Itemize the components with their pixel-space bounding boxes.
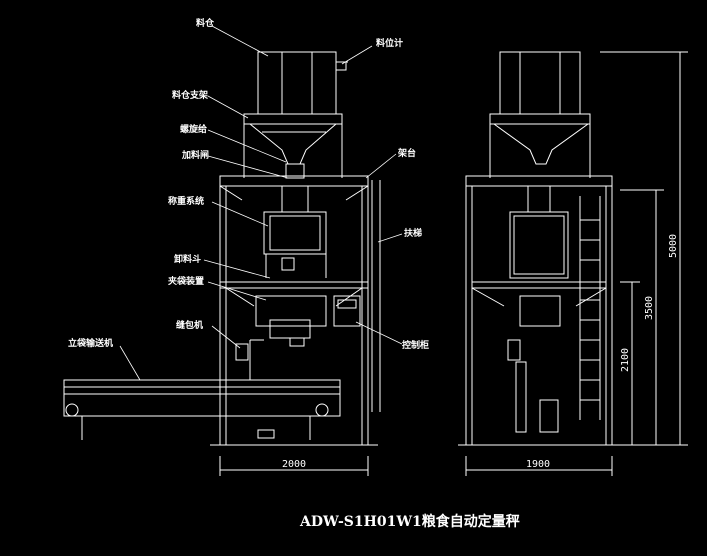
front-view <box>63 51 381 476</box>
dim-side-width: 1900 <box>526 459 550 470</box>
bag-clamp <box>255 295 327 327</box>
label-control-cabinet: 控制柜 <box>402 339 429 351</box>
control-cabinet <box>333 295 361 327</box>
sewing-machine <box>235 343 249 361</box>
label-weighing-system: 称重系统 <box>168 195 204 207</box>
label-hopper-support: 料仓支架 <box>172 89 208 101</box>
label-hopper: 料仓 <box>196 17 215 29</box>
side-view <box>458 51 688 476</box>
drawing-title: ADW-S1H01W1粮食自动定量秤 <box>299 513 520 530</box>
leader-lines <box>119 25 403 381</box>
dim-height-2100: 2100 <box>620 348 631 372</box>
label-ladder: 扶梯 <box>404 227 422 239</box>
label-frame: 架台 <box>397 147 416 159</box>
label-screw-feeder: 螺旋给 <box>180 123 207 135</box>
label-feed-gate: 加料闸 <box>181 149 209 161</box>
weighing-box <box>263 211 327 255</box>
label-discharge-bucket: 卸料斗 <box>174 253 201 265</box>
label-sewing-machine: 缝包机 <box>176 319 203 331</box>
label-bag-clamp: 夹袋装置 <box>168 275 204 287</box>
label-level-meter: 料位计 <box>376 37 403 49</box>
hopper-support <box>243 113 343 125</box>
hopper-body <box>257 51 337 115</box>
label-conveyor: 立袋输送机 <box>68 337 113 349</box>
dim-height-3500: 3500 <box>644 296 655 320</box>
dim-front-width: 2000 <box>282 459 306 470</box>
dim-total-height: 5000 <box>668 234 679 258</box>
